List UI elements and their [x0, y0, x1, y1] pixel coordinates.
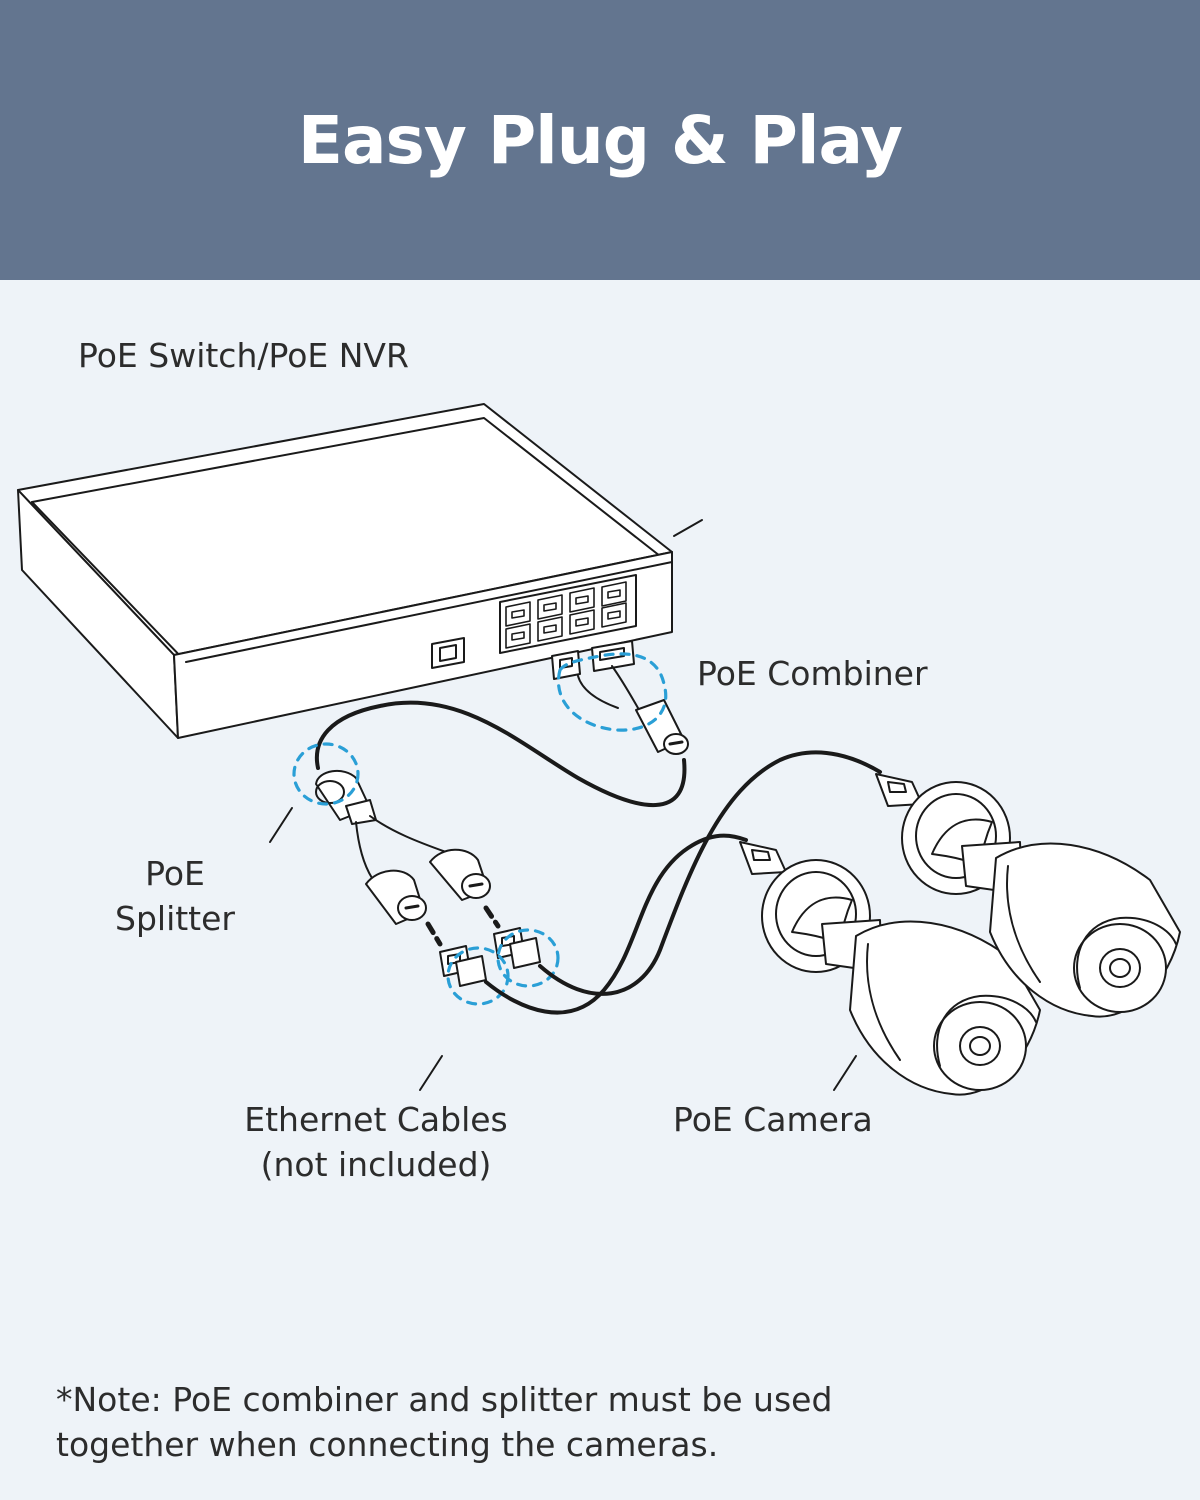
cables-label: Ethernet Cables (not included)	[226, 1098, 526, 1188]
switch-label: PoE Switch/PoE NVR	[78, 336, 409, 375]
combiner-highlight	[556, 652, 668, 732]
connector-highlight-b	[496, 928, 560, 988]
splitter-label-line1: PoE	[145, 854, 205, 893]
poe-camera-icon	[761, 859, 1041, 1096]
footnote: *Note: PoE combiner and splitter must be…	[56, 1378, 832, 1468]
ethernet-cable-2	[538, 750, 882, 996]
poe-splitter-icon	[269, 769, 491, 925]
connector-highlight-a	[446, 946, 510, 1006]
connection-diagram	[17, 403, 1181, 1096]
cables-label-line2: (not included)	[260, 1144, 492, 1184]
camera-label: PoE Camera	[673, 1100, 873, 1139]
page-title: Easy Plug & Play	[297, 101, 903, 179]
combined-cable	[314, 700, 687, 807]
poe-switch-icon	[17, 403, 703, 739]
footnote-line2: together when connecting the cameras.	[56, 1424, 719, 1464]
poe-camera-icon-2	[901, 781, 1181, 1018]
splitter-label: PoE Splitter	[100, 852, 250, 942]
title-banner: Easy Plug & Play	[0, 0, 1200, 280]
splitter-highlight	[292, 742, 360, 806]
combiner-label: PoE Combiner	[697, 654, 928, 693]
footnote-line1: *Note: PoE combiner and splitter must be…	[56, 1380, 833, 1419]
splitter-label-line2: Splitter	[115, 898, 235, 938]
cables-label-line1: Ethernet Cables	[244, 1100, 508, 1139]
poe-combiner-icon	[551, 640, 689, 755]
